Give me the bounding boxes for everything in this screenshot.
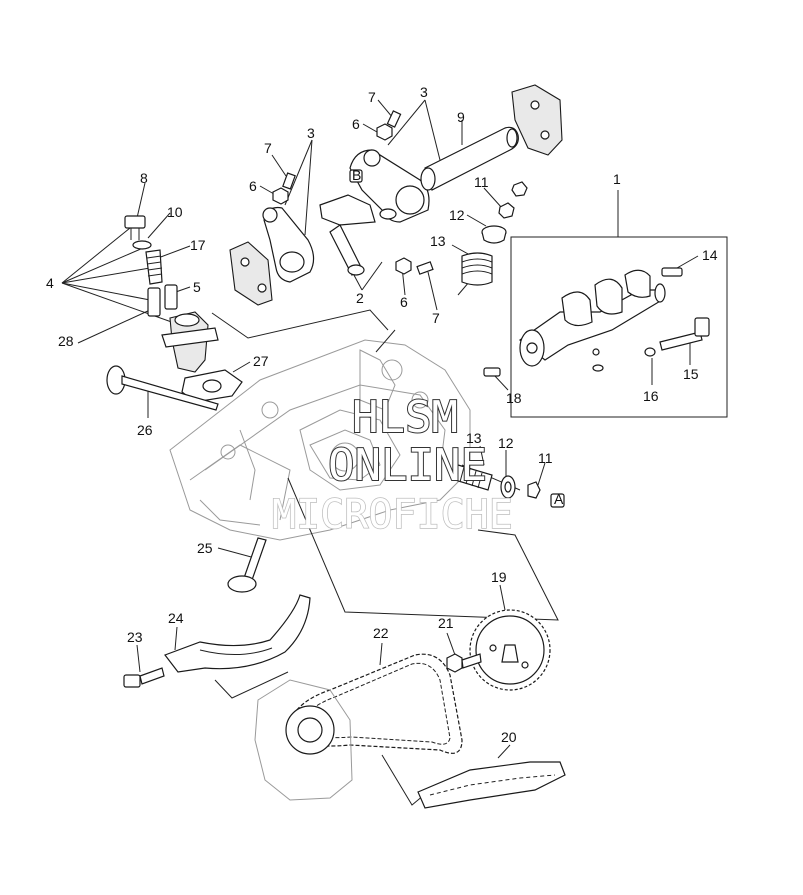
rocker-arm-middle [319,194,376,277]
cam-chain-tensioner-body [161,311,219,373]
svg-text:B: B [352,167,361,183]
marker-a: A [550,491,565,508]
callout-3-upper: 3 [420,84,428,100]
cam-sprocket-19 [469,609,551,691]
callout-3-lower: 3 [307,125,315,141]
callout-10: 10 [167,204,183,220]
svg-text:A: A [554,491,564,507]
callout-7-mid: 7 [264,140,272,156]
camshaft-assembly [518,269,666,367]
rocker-support-bracket [229,241,273,306]
engine-cylinder-block [169,339,471,541]
callout-5: 5 [193,279,201,295]
callout-19: 19 [491,569,507,585]
callout-27: 27 [253,353,269,369]
crankcase-half [254,679,353,801]
callout-14: 14 [702,247,718,263]
valve-keeper-lower [527,481,541,499]
callout-11-upper: 11 [474,174,489,190]
callout-15: 15 [683,366,699,382]
chain-guide-20 [417,761,566,809]
sprocket-bolt-21 [446,653,482,673]
camshaft-pin-14 [661,267,683,277]
callout-7-low: 7 [432,310,440,326]
adjuster-nut-6-low [395,257,412,275]
tensioner-spring-17 [145,249,163,285]
callout-24: 24 [168,610,184,626]
tensioner-gasket-27 [181,369,243,403]
adjuster-screw-7-low [416,261,434,275]
adjuster-nut-6-mid [272,187,289,205]
callout-25: 25 [197,540,213,556]
callout-6-low: 6 [400,294,408,310]
callout-17: 17 [190,237,206,253]
intake-valve-25 [227,537,267,593]
callout-12-lower: 12 [498,435,514,451]
spring-retainer-lower [500,475,516,499]
chain-guide-24 [164,594,311,673]
tensioner-pin-5 [164,284,178,310]
callout-7-upper: 7 [368,89,376,105]
callout-1: 1 [613,171,621,187]
marker-b: B [349,167,363,183]
callout-22: 22 [373,625,389,641]
rocker-shaft [420,126,519,191]
rocker-arm-lower [262,206,315,283]
tensioner-bolt-8 [124,215,146,240]
callout-18: 18 [506,390,522,406]
watermark-line3: MICROFICHE [272,492,513,538]
callout-4: 4 [46,275,54,291]
callout-11-lower: 11 [538,450,553,466]
valve-spring-lower [454,464,493,491]
valve-keeper-upper [498,181,528,219]
callout-23: 23 [127,629,143,645]
camshaft-ball [592,348,604,372]
guide-bolt-23 [123,667,165,688]
watermark-line2: ONLINE [328,440,487,491]
tensioner-bolt-28 [147,287,161,317]
valve-spring-upper [461,252,493,286]
rocker-arm-upper [349,149,430,223]
cam-support-bracket [511,84,563,156]
callout-8: 8 [140,170,148,186]
callout-16: 16 [643,388,659,404]
callout-13-lower: 13 [466,430,482,446]
callout-21: 21 [438,615,454,631]
callout-28: 28 [58,333,74,349]
spring-retainer-upper [481,225,507,244]
exhaust-valve-26 [106,365,219,411]
camshaft-pin-18 [483,367,501,377]
callout-labels: 1 2 3 3 4 5 6 6 6 7 7 7 8 9 10 11 11 12 … [46,84,718,745]
sealing-washer-10 [132,240,152,250]
callout-13-upper: 13 [430,233,446,249]
callout-12-upper: 12 [449,207,465,223]
callout-6-mid: 6 [249,178,257,194]
callout-6-upper: 6 [352,116,360,132]
adjuster-screw-7-upper [386,110,402,128]
callout-9: 9 [457,109,465,125]
decompressor-15 [659,317,710,351]
watermark: HLSM ONLINE MICROFICHE [271,391,513,539]
decompressor-spring-16 [644,347,656,357]
watermark-line1: HLSM [352,392,458,443]
adjuster-nut-6-upper [376,123,393,141]
leader-lines [61,99,728,806]
callout-20: 20 [501,729,517,745]
adjuster-screw-7-mid [282,172,296,190]
callout-2: 2 [356,290,364,306]
callout-26: 26 [137,422,153,438]
